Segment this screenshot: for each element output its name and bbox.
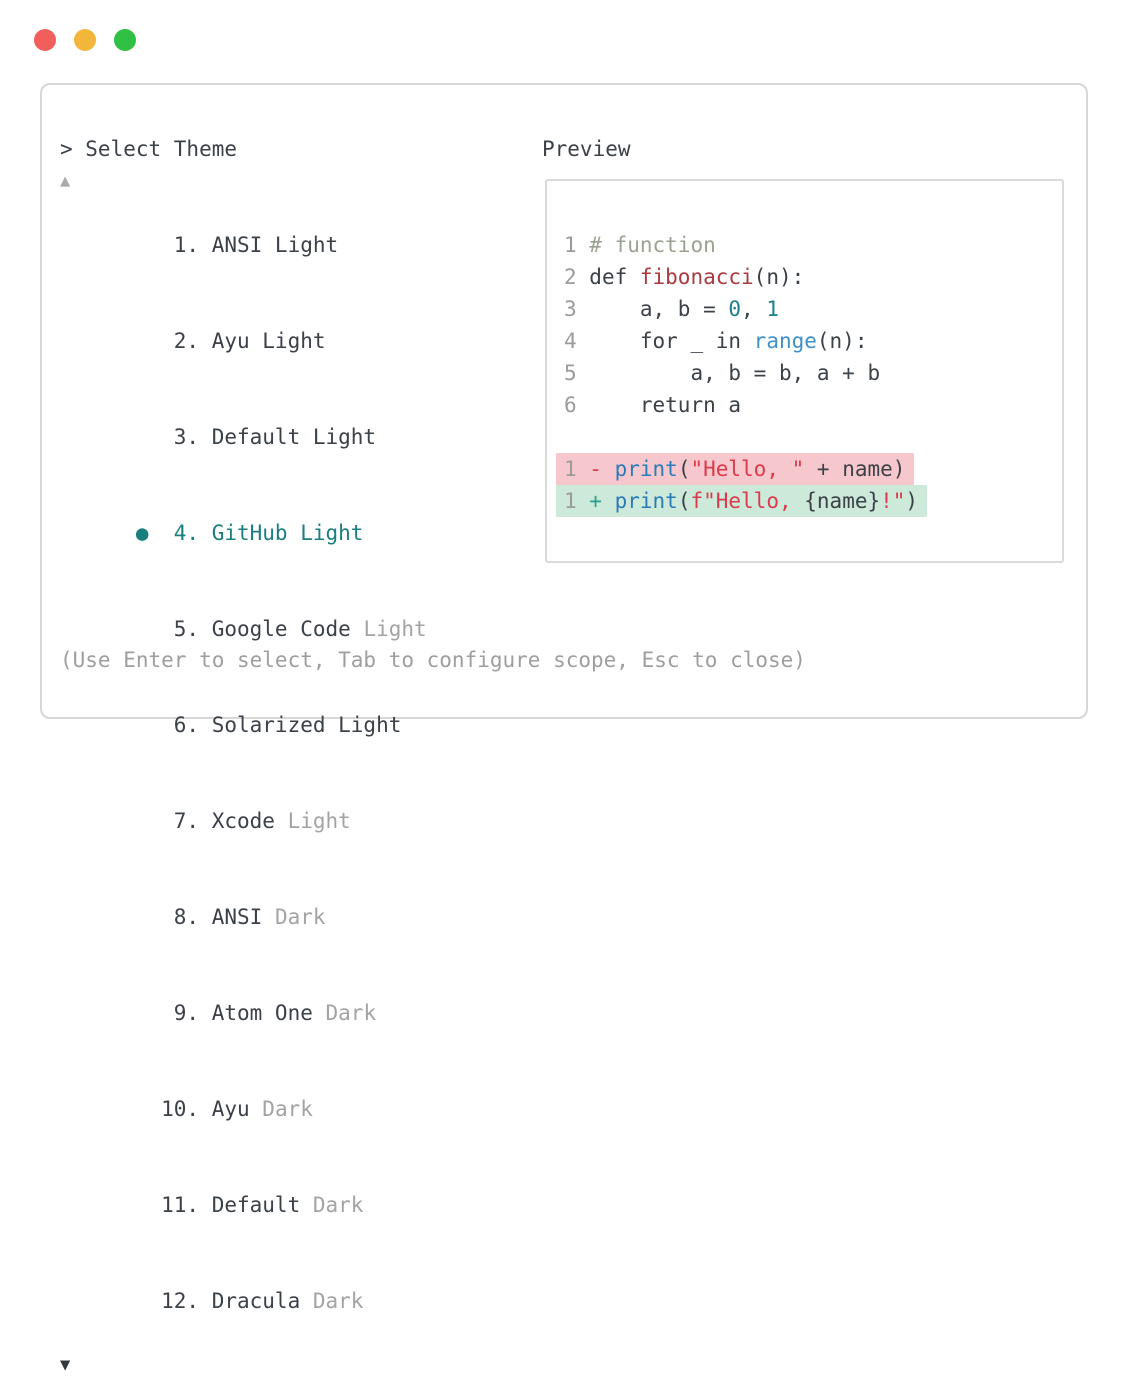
theme-item-name: Solarized Light xyxy=(211,713,402,737)
theme-item-name: Xcode xyxy=(211,809,275,833)
diff-removed-line: 1 - print("Hello, " + name) xyxy=(556,453,1062,485)
code-token: return a xyxy=(589,393,742,417)
code-token: {name} xyxy=(804,489,881,513)
code-token: f"Hello, xyxy=(690,489,805,513)
code-token: (n): xyxy=(816,329,868,353)
theme-item-prefix: 11. xyxy=(135,1193,212,1217)
line-number: 1 xyxy=(564,233,590,257)
theme-item-variant: Dark xyxy=(300,1193,364,1217)
theme-item-prefix: 3. xyxy=(135,425,212,449)
blank-code-line xyxy=(564,421,1062,453)
code-token: a, b = xyxy=(589,297,729,321)
code-token: for _ in xyxy=(589,329,754,353)
theme-item-atom-one-dark[interactable]: 9. Atom One Dark xyxy=(60,965,1066,1061)
theme-item-variant: Dark xyxy=(249,1097,313,1121)
keyboard-hints: (Use Enter to select, Tab to configure s… xyxy=(60,648,806,672)
theme-item-ansi-light[interactable]: 1. ANSI Light xyxy=(60,197,1066,293)
theme-item-prefix: 1. xyxy=(135,233,212,257)
code-token: 1 xyxy=(766,297,779,321)
diff-added-highlight: 1 + print(f"Hello, {name}!") xyxy=(556,485,928,517)
theme-item-xcode-light[interactable]: 7. Xcode Light xyxy=(60,773,1066,869)
window-traffic-lights xyxy=(34,29,136,51)
code-token: "Hello, " xyxy=(690,457,805,481)
code-token: , xyxy=(741,297,767,321)
theme-item-prefix: 9. xyxy=(135,1001,212,1025)
line-number: 6 xyxy=(564,393,590,417)
select-theme-prompt: > Select Theme xyxy=(60,137,238,161)
code-line: 3 a, b = 0, 1 xyxy=(564,293,1062,325)
theme-item-default-light[interactable]: 3. Default Light xyxy=(60,389,1066,485)
theme-item-ayu-light[interactable]: 2. Ayu Light xyxy=(60,293,1066,389)
code-token: fibonacci xyxy=(639,265,754,289)
theme-item-name: Default xyxy=(211,1193,301,1217)
code-token: ) xyxy=(905,489,919,513)
line-number: 3 xyxy=(564,297,590,321)
selected-bullet-and-number: ● 4. xyxy=(135,521,212,545)
code-token: def xyxy=(589,265,640,289)
theme-picker-window: > Select Theme ▲ 1. ANSI Light 2. Ayu Li… xyxy=(40,83,1088,1375)
diff-removed-highlight: 1 - print("Hello, " + name) xyxy=(556,453,915,485)
theme-item-google-code-light[interactable]: 5. Google Code Light xyxy=(60,581,1066,677)
theme-item-github-light-selected[interactable]: ● 4. GitHub Light xyxy=(60,485,1066,581)
theme-item-name: Atom One xyxy=(211,1001,313,1025)
theme-item-name: Ayu Light xyxy=(211,329,326,353)
code-line: 6 return a xyxy=(564,389,1062,421)
theme-item-dracula-dark[interactable]: 12. Dracula Dark xyxy=(60,1253,1066,1349)
line-number: 4 xyxy=(564,329,590,353)
theme-item-prefix: 7. xyxy=(135,809,212,833)
diff-added-line: 1 + print(f"Hello, {name}!") xyxy=(556,485,1062,517)
code-line: 5 a, b = b, a + b xyxy=(564,357,1062,389)
code-token: ( xyxy=(677,489,691,513)
code-area: 1 # function 2 def fibonacci(n): 3 a, b … xyxy=(547,181,1062,517)
diff-minus-sign: - xyxy=(589,457,615,481)
preview-title: Preview xyxy=(542,137,631,161)
code-token: range xyxy=(753,329,817,353)
code-token: print xyxy=(614,489,678,513)
code-token: # function xyxy=(589,233,716,257)
theme-item-name: Dracula xyxy=(211,1289,301,1313)
zoom-window-button[interactable] xyxy=(114,29,136,51)
theme-item-variant: Dark xyxy=(262,905,326,929)
code-preview-pane: 1 # function 2 def fibonacci(n): 3 a, b … xyxy=(545,179,1064,563)
line-number: 5 xyxy=(564,361,590,385)
theme-item-ayu-dark[interactable]: 10. Ayu Dark xyxy=(60,1061,1066,1157)
theme-item-variant: Dark xyxy=(312,1001,377,1025)
minimize-window-button[interactable] xyxy=(74,29,96,51)
theme-item-variant: Dark xyxy=(300,1289,364,1313)
line-number: 2 xyxy=(564,265,590,289)
theme-item-prefix: 8. xyxy=(135,905,212,929)
theme-item-name: Default Light xyxy=(211,425,377,449)
diff-plus-sign: + xyxy=(589,489,615,513)
line-number: 1 xyxy=(564,457,590,481)
theme-item-ansi-dark[interactable]: 8. ANSI Dark xyxy=(60,869,1066,965)
theme-item-name: Google Code xyxy=(211,617,351,641)
theme-item-variant: Light xyxy=(274,809,351,833)
code-token: (n): xyxy=(753,265,805,289)
theme-item-name: ANSI xyxy=(211,905,263,929)
theme-item-variant: Light xyxy=(350,617,427,641)
code-line: 1 # function xyxy=(564,229,1062,261)
scroll-up-icon[interactable]: ▲ xyxy=(60,171,71,191)
scroll-down-icon[interactable]: ▼ xyxy=(60,1355,71,1375)
theme-item-prefix: 2. xyxy=(135,329,212,353)
code-token: ( xyxy=(677,457,691,481)
line-number: 1 xyxy=(564,489,590,513)
theme-item-name: GitHub Light xyxy=(211,521,364,545)
theme-item-default-dark[interactable]: 11. Default Dark xyxy=(60,1157,1066,1253)
code-token: 0 xyxy=(728,297,742,321)
theme-item-prefix: 10. xyxy=(135,1097,212,1121)
code-token: print xyxy=(614,457,678,481)
theme-item-prefix: 6. xyxy=(135,713,212,737)
code-token: + name) xyxy=(804,457,906,481)
theme-item-prefix: 12. xyxy=(135,1289,212,1313)
close-window-button[interactable] xyxy=(34,29,56,51)
theme-item-name: ANSI Light xyxy=(211,233,339,257)
theme-item-name: Ayu xyxy=(211,1097,250,1121)
theme-item-solarized-light[interactable]: 6. Solarized Light xyxy=(60,677,1066,773)
code-line: 4 for _ in range(n): xyxy=(564,325,1062,357)
code-line: 2 def fibonacci(n): xyxy=(564,261,1062,293)
code-token: !" xyxy=(880,489,906,513)
code-token: a, b = b, a + b xyxy=(589,361,881,385)
theme-item-prefix: 5. xyxy=(135,617,212,641)
